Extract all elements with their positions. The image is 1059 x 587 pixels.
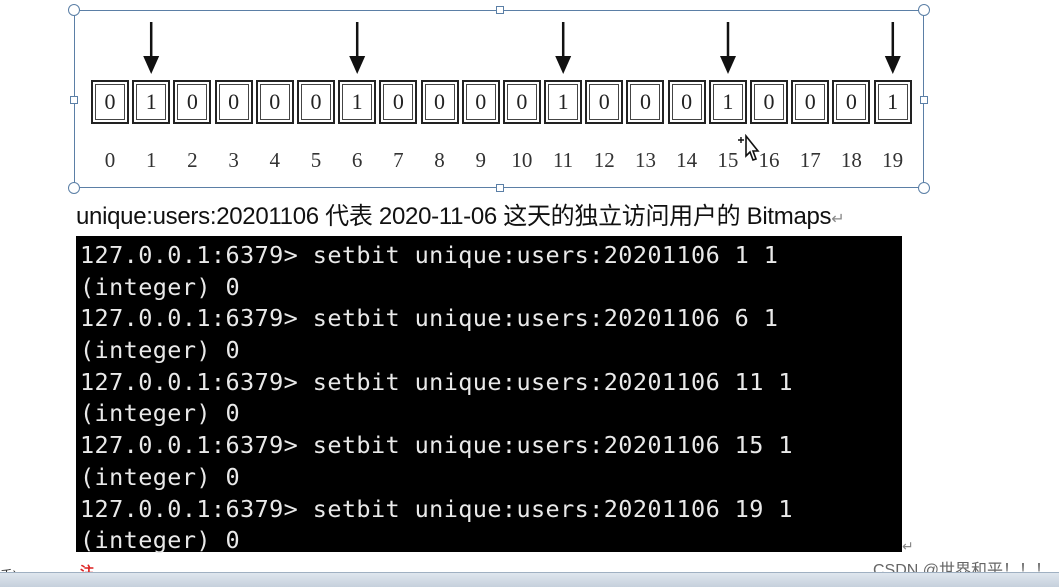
- terminal-command-line: 127.0.0.1:6379> setbit unique:users:2020…: [80, 367, 793, 396]
- bit-cell: 0: [214, 80, 253, 124]
- bit-index-label: 4: [269, 148, 281, 172]
- bit-cell: 0: [791, 80, 830, 124]
- resize-handle-top-center[interactable]: [496, 6, 504, 14]
- bit-cell: 1: [338, 80, 377, 124]
- bit-index-label: 18: [840, 148, 862, 172]
- bit-index-label: 12: [593, 148, 615, 172]
- bit-index-label: 10: [511, 148, 533, 172]
- terminal-command-line: 127.0.0.1:6379> setbit unique:users:2020…: [80, 304, 779, 333]
- bit-cell: 1: [132, 80, 171, 124]
- terminal-command-line: 127.0.0.1:6379> setbit unique:users:2020…: [80, 241, 779, 269]
- bit-cell: 0: [502, 80, 541, 124]
- down-arrow-icon: [143, 22, 160, 74]
- bit-arrows: [143, 22, 901, 74]
- mouse-cursor-icon: [738, 134, 760, 162]
- redis-cli-terminal: 127.0.0.1:6379> setbit unique:users:2020…: [76, 236, 902, 554]
- bit-cell: 0: [750, 80, 788, 124]
- image-selection-frame[interactable]: [68, 4, 930, 194]
- bit-index-label: 5: [310, 148, 322, 172]
- terminal-output-line: (integer) 0: [80, 526, 241, 555]
- taskbar-strip: [0, 572, 1059, 587]
- terminal-command-line: 127.0.0.1:6379> setbit unique:users:2020…: [80, 431, 793, 460]
- resize-handle-middle-left[interactable]: [70, 96, 78, 104]
- resize-handle-middle-right[interactable]: [920, 96, 928, 104]
- bit-index-label: 14: [676, 148, 698, 172]
- resize-handle-top-right[interactable]: [918, 4, 930, 16]
- down-arrow-icon: [884, 22, 901, 74]
- terminal-output-line: (integer) 0: [80, 272, 241, 301]
- figure-caption: unique:users:20201106 代表 2020-11-06 这天的独…: [76, 196, 845, 231]
- terminal-output-line: (integer) 0: [80, 336, 241, 365]
- bit-index-label: 8: [434, 148, 445, 172]
- bit-cell: 0: [585, 80, 624, 124]
- bit-cell: 0: [255, 80, 294, 124]
- bit-cell: 0: [173, 80, 212, 124]
- down-arrow-icon: [555, 22, 572, 74]
- bit-index-label: 17: [799, 148, 821, 172]
- bit-index-label: 15: [717, 148, 739, 172]
- bit-index-label: 6: [351, 148, 363, 172]
- caption-text: unique:users:20201106 代表 2020-11-06 这天的独…: [76, 203, 832, 230]
- bit-cell: 0: [626, 80, 665, 124]
- bit-index-label: 7: [393, 148, 404, 172]
- resize-handle-bottom-center[interactable]: [496, 184, 504, 192]
- resize-handle-top-left[interactable]: [68, 4, 80, 16]
- down-arrow-icon: [720, 22, 736, 74]
- bit-cell: 0: [461, 80, 500, 124]
- bit-cell: 0: [832, 80, 871, 124]
- bit-index-label: 19: [882, 148, 904, 172]
- bit-cell: 1: [544, 80, 583, 124]
- bit-cell: 0: [91, 80, 129, 124]
- terminal-command-line: 127.0.0.1:6379> setbit unique:users:2020…: [80, 494, 793, 523]
- paragraph-mark-icon: ↵: [831, 211, 845, 228]
- terminal-output-line: (integer) 0: [80, 399, 241, 428]
- bit-index-label: 9: [475, 148, 486, 172]
- bit-index-label: 11: [552, 148, 574, 172]
- paragraph-mark-icon: ↵: [902, 538, 914, 554]
- resize-handle-bottom-left[interactable]: [68, 182, 80, 194]
- bit-cell: 0: [296, 80, 335, 124]
- bit-index-label: 13: [634, 148, 656, 172]
- bit-index-label: 3: [228, 148, 239, 172]
- bit-cell: 1: [873, 80, 912, 124]
- terminal-output-line: (integer) 0: [80, 462, 241, 491]
- bit-cell: 0: [379, 80, 418, 124]
- bit-index-label: 2: [187, 148, 198, 172]
- bit-cell: 1: [708, 80, 747, 124]
- bit-cell: 0: [667, 80, 706, 124]
- resize-handle-bottom-right[interactable]: [918, 182, 930, 194]
- bit-cell: 0: [420, 80, 459, 124]
- down-arrow-icon: [349, 22, 366, 74]
- bit-index-label: 0: [104, 148, 116, 172]
- bit-index-label: 1: [145, 148, 157, 172]
- bit-index-label: 16: [758, 148, 780, 172]
